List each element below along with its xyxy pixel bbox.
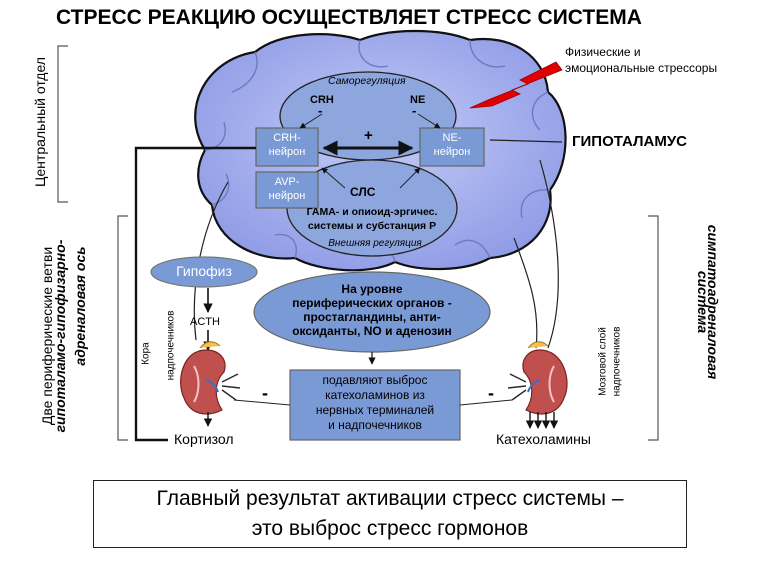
minus-left: -: [262, 383, 268, 403]
avp-neuron-label-1: AVP-: [274, 176, 300, 188]
suppress-line-3: нервных терминалей: [315, 403, 435, 417]
stressor-bolt-icon: [469, 61, 563, 109]
crh-neuron-box: [255, 127, 319, 167]
sls-arrow-right: [399, 167, 421, 189]
cortex-label-1: Кора: [140, 342, 152, 365]
crh-neuron-label-2: нейрон: [268, 146, 306, 158]
bracket-central: [57, 45, 68, 203]
pituitary-ellipse: [150, 256, 258, 288]
catecholamines-label: Катехоламины: [496, 431, 591, 447]
acth-label: ACTH: [190, 316, 220, 328]
page-title: СТРЕСС РЕАКЦИЮ ОСУЩЕСТВЛЯЕТ СТРЕСС СИСТЕ…: [56, 6, 642, 29]
avp-neuron-label-2: нейрон: [268, 190, 306, 202]
ne-minus-sign: -: [412, 103, 417, 118]
periph-line-2: периферических органов -: [292, 296, 452, 310]
crh-minus-sign: -: [318, 103, 323, 118]
hpa-axis-label-1: гипоталамо-гипофизарно-: [52, 239, 68, 433]
catecholamine-arrows: [525, 412, 559, 429]
adrenal-medulla-kidney-icon: [507, 341, 568, 415]
periph-line-1: На уровне: [341, 282, 403, 296]
self-regulation-label: Саморегуляция: [328, 75, 406, 87]
cortex-label-2: надпочечников: [165, 310, 177, 381]
medulla-label-1: Мозговой слой: [597, 327, 609, 396]
sls-label: СЛС: [350, 185, 376, 199]
sympathetic-label-2: система: [695, 270, 711, 334]
bracket-peripheral: [117, 215, 128, 441]
medulla-label-2: надпочечников: [611, 326, 623, 397]
gaba-line-1: ГАМА- и опиоид-эргичес.: [306, 206, 438, 218]
inhibit-line-right: [459, 399, 513, 406]
summary-box: Главный результат активации стресс систе…: [93, 480, 687, 548]
avp-neuron-box: [255, 171, 319, 209]
brain-to-medulla-line-1: [539, 159, 559, 349]
bracket-sympathetic: [648, 215, 659, 441]
stressors-line-1: Физические и: [565, 45, 641, 59]
crh-neuron-label-1: CRH-: [273, 132, 301, 144]
sls-arrow-left: [321, 167, 346, 189]
suppress-line-2: катехоламинов из: [325, 388, 425, 402]
crh-label: CRH: [310, 94, 334, 106]
hypothalamus-pointer: [489, 139, 563, 143]
adrenal-cortex-kidney-icon: [180, 341, 241, 415]
plus-sign: +: [364, 127, 373, 144]
periph-line-4: оксиданты, NO и аденозин: [292, 324, 452, 338]
periph-line-3: простагландины, анти-: [303, 310, 441, 324]
ne-feedback-arrow: [417, 113, 441, 129]
hpa-feed-line: [134, 146, 256, 442]
hpa-axis-label-2: адреналовая ось: [72, 246, 88, 366]
suppress-line-4: и надпочечников: [328, 418, 422, 432]
central-section-label: Центральный отдел: [32, 57, 48, 187]
minus-right: -: [488, 383, 494, 403]
stressors-line-2: эмоциональные стрессоры: [565, 61, 718, 75]
gaba-line-2: системы и субстанция Р: [307, 220, 437, 232]
inhibit-line-left: [233, 399, 291, 406]
crh-feedback-arrow: [299, 113, 323, 129]
ne-neuron-box: [419, 127, 485, 167]
ne-neuron-label-1: NE-: [442, 132, 462, 144]
summary-line-1: Главный результат активации стресс систе…: [156, 487, 624, 510]
summary-line-2: это выброс стресс гормонов: [251, 517, 529, 540]
ne-label: NE: [410, 94, 426, 106]
hypothalamus-label: ГИПОТАЛАМУС: [572, 133, 687, 150]
suppress-line-1: подавляют выброс: [322, 373, 428, 387]
external-regulation-label: Внешняя регуляция: [328, 238, 422, 249]
cortisol-label: Кортизол: [174, 431, 234, 447]
brain-to-medulla-line-2: [513, 237, 538, 349]
ne-neuron-label-2: нейрон: [433, 146, 471, 158]
suppress-box: [289, 369, 461, 441]
pituitary-label: Гипофиз: [176, 263, 232, 279]
